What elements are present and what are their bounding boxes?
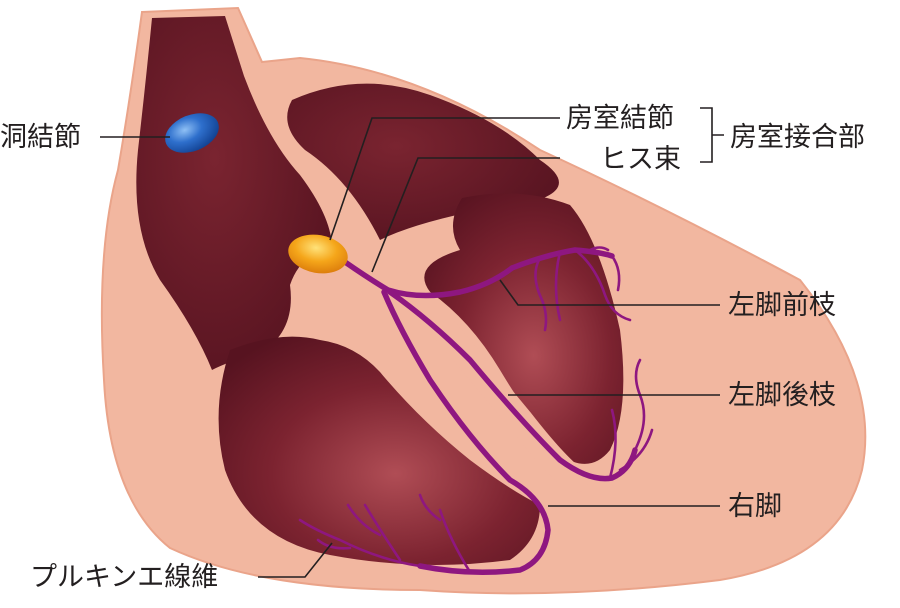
- label-left-posterior-fascicle: 左脚後枝: [728, 380, 836, 411]
- purkinje-twig: [610, 254, 621, 292]
- label-av-node: 房室結節: [566, 103, 674, 134]
- purkinje-twig: [554, 250, 562, 322]
- purkinje-twig: [608, 408, 617, 480]
- leader-left-anterior-fascicle: [499, 279, 720, 306]
- purkinje-twig: [418, 493, 442, 522]
- right-ventricle: [218, 336, 541, 565]
- av-junction-bracket: [700, 107, 724, 163]
- label-left-anterior-fascicle: 左脚前枝: [728, 290, 836, 321]
- left-ventricle: [424, 193, 624, 464]
- purkinje-twig: [298, 518, 422, 568]
- purkinje-twig: [573, 248, 632, 322]
- purkinje-twig: [534, 256, 548, 332]
- right-atrium: [136, 16, 332, 370]
- leader-av-node: [329, 117, 560, 241]
- label-his-bundle: ヒス束: [600, 144, 681, 175]
- label-purkinje-fibers: プルキンエ線維: [30, 562, 218, 593]
- purkinje-twig: [363, 503, 402, 562]
- label-sa-node: 洞結節: [0, 122, 81, 153]
- leader-his-bundle: [371, 157, 560, 273]
- purkinje-twig: [588, 246, 610, 252]
- label-av-junction: 房室接合部: [730, 122, 865, 153]
- leader-purkinje-fibers: [258, 542, 333, 578]
- label-right-bundle-branch: 右脚: [728, 491, 782, 522]
- purkinje-twig: [316, 538, 352, 550]
- right-bundle-branch-path: [381, 289, 551, 575]
- av-node: [288, 234, 348, 274]
- sa-node: [165, 113, 219, 153]
- purkinje-twig: [346, 503, 382, 537]
- his-bundle-path: [342, 259, 515, 299]
- purkinje-twig: [438, 508, 472, 574]
- left-posterior-fascicle-path: [387, 289, 638, 482]
- purkinje-twig: [618, 428, 654, 472]
- conduction-system: [298, 246, 654, 575]
